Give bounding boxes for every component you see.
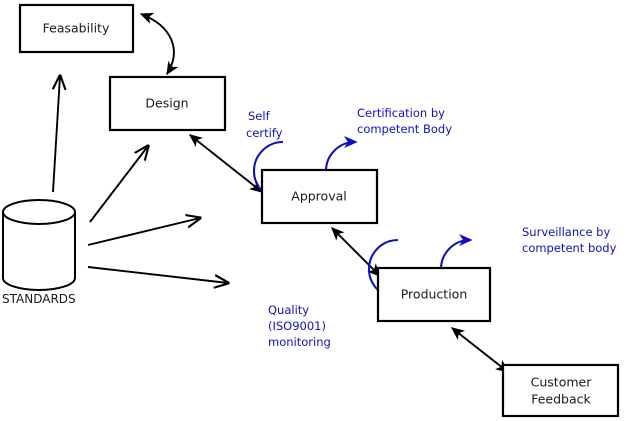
flow-standards-to-design — [89, 146, 148, 223]
annotation-surveillance-line2: competent body — [522, 241, 617, 255]
flow-standards-to-feasability — [53, 76, 60, 193]
datastore-standards[interactable]: STANDARDS — [2, 199, 76, 306]
annotation-certification-line2: competent Body — [357, 122, 452, 136]
annotation-certification-by-competent-body: Certification by competent Body — [357, 106, 452, 136]
annotation-self-certify-line2: certify — [246, 126, 283, 140]
annotation-certification-line1: Certification by — [357, 106, 445, 120]
flow-approval-production — [331, 227, 381, 277]
annotation-quality-iso9001-monitoring: Quality (ISO9001) monitoring — [268, 303, 331, 349]
node-customer-feedback[interactable]: Customer Feedback — [501, 363, 620, 418]
node-approval[interactable]: Approval — [260, 168, 379, 225]
node-production-box — [376, 266, 492, 323]
node-feasability-box — [18, 3, 135, 54]
flow-standards-to-approval — [87, 218, 200, 246]
annotation-surveillance-by-competent-body: Surveillance by competent body — [522, 225, 617, 255]
cylinder-body — [2, 212, 76, 291]
flow-production-customer-feedback — [450, 327, 510, 373]
node-customer-feedback-label-line1: Customer — [531, 375, 593, 390]
node-design-box — [108, 75, 227, 132]
annotation-quality-line2: (ISO9001) — [268, 319, 326, 333]
annotation-surveillance-line1: Surveillance by — [522, 225, 610, 239]
flow-design-approval — [188, 134, 264, 193]
node-production[interactable]: Production — [376, 266, 492, 323]
flow-feasability-design — [139, 12, 179, 76]
flow-standards-to-production — [87, 266, 228, 283]
node-design-label: Design — [145, 96, 188, 111]
node-customer-feedback-label-line2: Feedback — [531, 392, 591, 407]
node-approval-label: Approval — [291, 189, 346, 204]
annotation-quality-line1: Quality — [268, 303, 309, 317]
node-production-label: Production — [401, 287, 468, 302]
cylinder-top — [2, 199, 76, 225]
node-feasability[interactable]: Feasability — [18, 3, 135, 54]
annotation-quality-line3: monitoring — [268, 335, 331, 349]
node-approval-box — [260, 168, 379, 225]
annotation-self-certify: Self certify — [246, 109, 283, 140]
annotation-self-certify-line1: Self — [248, 109, 271, 123]
node-customer-feedback-box — [501, 363, 620, 418]
datastore-standards-label: STANDARDS — [2, 292, 76, 306]
node-design[interactable]: Design — [108, 75, 227, 132]
node-feasability-label: Feasability — [43, 21, 110, 36]
